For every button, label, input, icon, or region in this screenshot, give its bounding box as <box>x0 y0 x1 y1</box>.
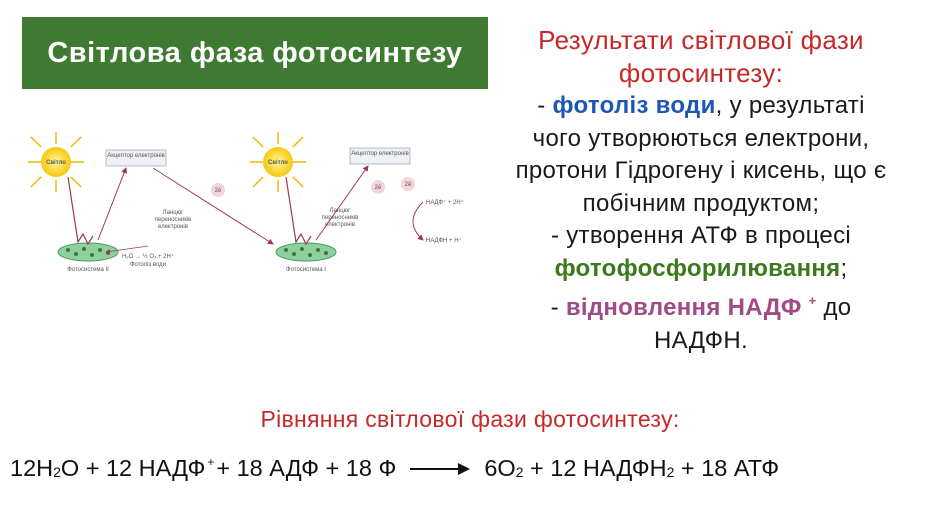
nadp-label: НАДФ⁺ + 2H⁺ <box>426 199 464 206</box>
eq-atp: + 18 АТФ <box>674 455 780 481</box>
light-phase-diagram: Світло Фотосистема II Акцептор електроні… <box>28 132 464 273</box>
photolysis-label: Фотоліз води <box>130 262 166 268</box>
arrow-chain <box>152 167 274 245</box>
chain-label-1c: електронів <box>158 224 188 230</box>
eq-oxygen: 6O <box>484 455 516 481</box>
equation-title: Рівняння світлової фази фотосинтезу: <box>260 406 680 432</box>
acceptor-label-2: Акцептор електронів <box>351 151 409 157</box>
eq-nadph-sub: 2 <box>666 463 675 480</box>
text: до <box>816 294 852 321</box>
result-item-1-line1: - фотоліз води, у результаті <box>478 90 924 123</box>
ps1-label: Фотосистема I <box>286 267 326 273</box>
electron-label-3: 2ē <box>405 182 412 188</box>
nadp-reduction-arrow <box>412 201 424 241</box>
water-equation: H₂O → ½ O₂ + 2H⁺ <box>122 253 174 260</box>
light-arrow-2 <box>285 176 312 246</box>
arrow-ps1-to-acceptor <box>315 165 369 241</box>
acceptor-label-1: Акцептор електронів <box>107 153 165 159</box>
reaction-arrow-icon <box>410 462 471 475</box>
eq-oxygen-sub: 2 <box>515 463 524 480</box>
electron-label-1: 2ē <box>215 188 222 194</box>
arrow-water <box>105 245 149 254</box>
light-label-1: Світло <box>46 160 66 166</box>
chain-label-2b: переносників <box>322 215 359 221</box>
electron-badge-1 <box>211 183 225 197</box>
light-label-2: Світло <box>268 160 288 166</box>
eq-water: 12H <box>10 455 54 481</box>
eq-nadp-sup: + <box>207 454 215 469</box>
result-item-1-line4: побічним продуктом; <box>582 189 820 217</box>
eq-nadph: + 12 НАДФH <box>523 455 667 481</box>
photolysis-term: фотоліз води <box>552 92 716 119</box>
electron-label-2: 2ē <box>375 185 382 191</box>
dash: - <box>550 294 566 321</box>
nadp-plus-sup: + <box>808 293 817 308</box>
result-item-3-line1: - відновлення НАДФ + до <box>478 285 924 325</box>
eq-adp: + 18 АДФ + 18 Ф <box>216 455 397 481</box>
text: , у результаті <box>715 92 865 119</box>
chain-label-2c: електронів <box>325 222 355 228</box>
ps2-label: Фотосистема II <box>67 267 109 273</box>
chain-label-1b: переносників <box>155 217 192 223</box>
results-block: Результати світлової фази фотосинтезу: -… <box>478 24 924 357</box>
sun-icon <box>28 132 84 192</box>
light-arrow-1 <box>67 176 94 246</box>
electron-badge-3 <box>401 177 415 191</box>
acceptor-box-2 <box>349 147 411 165</box>
results-heading-line1: Результати світлової фази <box>538 25 864 55</box>
nadp-reduction-term: відновлення НАДФ <box>565 294 802 321</box>
photosynthesis-equation: 12H 2 O + 12 НАДФ + + 18 АДФ + 18 Ф 6O 2… <box>10 455 779 482</box>
text: ; <box>840 254 848 282</box>
nadph-label: НАДФН + H⁺ <box>426 237 462 244</box>
chain-label-1a: Ланцюг <box>163 210 185 216</box>
photophosphorylation-term: фотофосфорилювання <box>554 254 841 282</box>
electron-badge-2 <box>371 180 385 194</box>
sun-icon <box>250 132 306 192</box>
eq-water-sub: 2 <box>53 463 61 480</box>
dash: - <box>537 92 553 119</box>
ps1-dots <box>284 247 328 257</box>
result-item-1-line3: протони Гідрогену і кисень, що є <box>515 157 887 184</box>
result-item-1-line2: чого утворюються електрони, <box>532 124 870 152</box>
eq-nadp: O + 12 НАДФ <box>60 455 206 481</box>
slide-title: Світлова фаза фотосинтезу <box>22 17 488 89</box>
results-heading-line2: фотосинтезу: <box>618 58 784 88</box>
arrow-ps2-to-acceptor <box>97 167 127 241</box>
acceptor-box-1 <box>105 149 167 167</box>
result-item-3-line2: НАДФН. <box>654 326 748 354</box>
result-item-2-line2: фотофосфорилювання; <box>478 253 924 286</box>
chain-label-2a: Ланцюг <box>330 208 352 214</box>
result-item-2-line1: - утворення АТФ в процесі <box>550 222 852 249</box>
